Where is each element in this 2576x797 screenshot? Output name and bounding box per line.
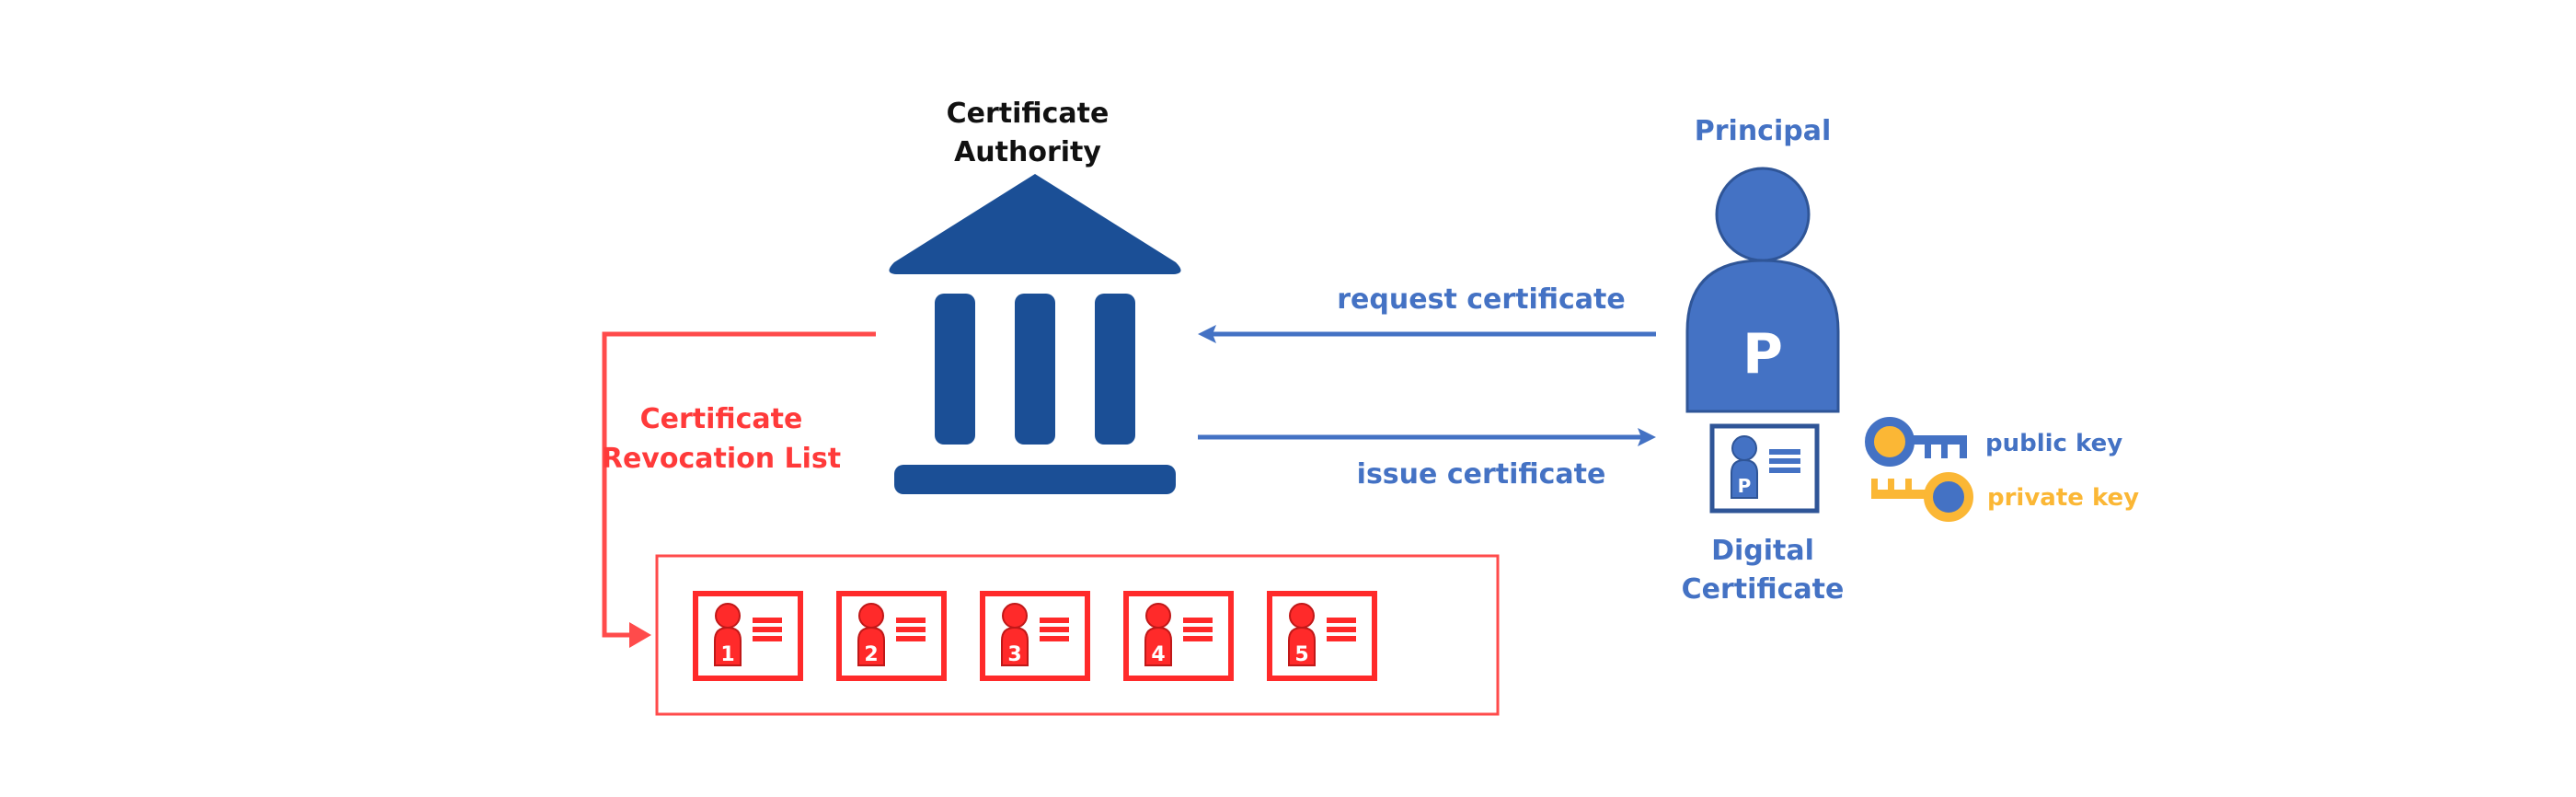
revoked-certificate-card: 1	[693, 591, 803, 681]
request-certificate-label: request certificate	[1337, 283, 1625, 316]
private-key-icon	[1871, 472, 1973, 522]
principal-label: Principal	[1695, 115, 1832, 147]
building-base	[894, 465, 1176, 494]
public-key-icon	[1865, 417, 1967, 467]
building-column	[1015, 294, 1055, 445]
revoked-certificate-number: 2	[864, 643, 878, 666]
revoked-certificate-card: 3	[980, 591, 1090, 681]
revocation-connector	[602, 331, 876, 648]
revoked-certificate-number: 4	[1151, 643, 1165, 666]
request-arrow	[1198, 325, 1656, 343]
crl-label-line2: Revocation List	[602, 443, 841, 475]
revoked-certificates: 1 2 3 4 5	[693, 591, 1377, 681]
revoked-certificate-number: 5	[1294, 643, 1308, 666]
revocation-list-box	[655, 554, 1500, 716]
revoked-certificate-card: 5	[1267, 591, 1377, 681]
digital-certificate-label-line1: Digital	[1711, 535, 1814, 567]
crl-label-line1: Certificate	[640, 403, 803, 435]
ca-label-line1: Certificate	[947, 98, 1110, 130]
digital-certificate-icon: P	[1709, 423, 1820, 514]
certificate-initial: P	[1738, 475, 1752, 497]
private-key-label: private key	[1987, 484, 2139, 512]
principal-person-icon: P	[1685, 167, 1840, 413]
building-column	[935, 294, 975, 445]
ca-label-line2: Authority	[954, 136, 1101, 168]
revoked-certificate-number: 3	[1007, 643, 1021, 666]
issue-arrow	[1198, 428, 1656, 446]
issue-certificate-label: issue certificate	[1357, 458, 1606, 491]
public-key-label: public key	[1985, 430, 2122, 457]
revoked-certificate-card: 4	[1123, 591, 1234, 681]
building-roof	[889, 174, 1181, 274]
principal-initial: P	[1742, 322, 1783, 387]
digital-certificate-label-line2: Certificate	[1682, 573, 1845, 606]
revoked-certificate-number: 1	[720, 643, 734, 666]
revoked-certificate-card: 2	[836, 591, 947, 681]
bank-building-icon	[889, 174, 1181, 494]
building-column	[1095, 294, 1135, 445]
